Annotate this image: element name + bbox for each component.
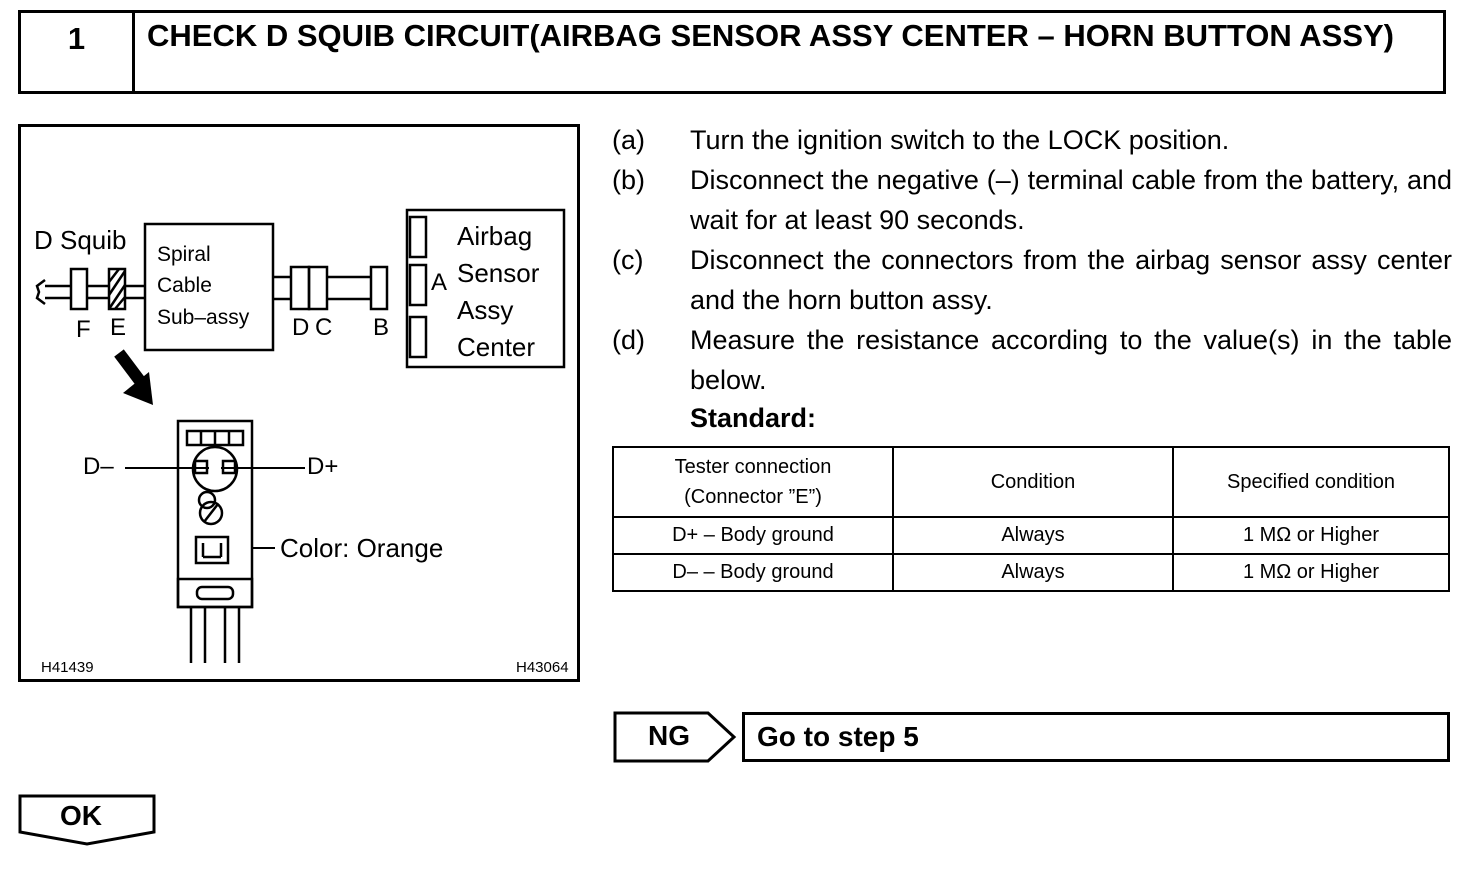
step-b-label: (b) — [612, 165, 645, 195]
header-condition: Condition — [892, 446, 1174, 518]
connector-f — [69, 267, 89, 311]
step-header: 1 CHECK D SQUIB CIRCUIT(AIRBAG SENSOR AS… — [18, 10, 1446, 94]
connector-e-closeup — [176, 419, 254, 663]
spiral-label-2: Cable — [157, 274, 212, 297]
airbag-sensor-box — [405, 208, 566, 369]
pin-d-plus-label: D+ — [307, 453, 339, 480]
table-cell: Always — [892, 553, 1174, 592]
color-label: Color: Orange — [280, 533, 444, 563]
ng-arrow-shape — [613, 711, 737, 763]
pin-d-minus-label: D– — [83, 453, 114, 480]
figure-code-right: H43064 — [516, 659, 569, 676]
spiral-label-1: Spiral — [157, 243, 211, 266]
connector-b-label: B — [373, 314, 390, 341]
connector-f-label: F — [76, 316, 91, 343]
ng-label: NG — [648, 720, 690, 751]
table-cell: Always — [892, 516, 1174, 555]
airbag-label-4: Center — [457, 332, 536, 362]
wiring-diagram-figure: D Squib Spiral Cable Sub–assy Airbag Sen… — [18, 124, 580, 682]
squib-plug — [35, 279, 46, 305]
connector-a-1 — [408, 215, 428, 259]
down-arrow-icon — [114, 349, 153, 405]
header-tester-line2: (Connector ”E”) — [684, 486, 822, 508]
airbag-label-1: Airbag — [457, 221, 533, 251]
spiral-cable-box — [143, 222, 275, 352]
table-row: D+ – Body ground Always 1 MΩ or Higher — [612, 516, 1450, 555]
connector-a-2 — [408, 263, 428, 307]
table-cell: D+ – Body ground — [612, 516, 894, 555]
connector-d-label: D — [292, 314, 310, 341]
ok-label: OK — [60, 800, 102, 831]
header-tester-connection: Tester connection (Connector ”E”) — [612, 446, 894, 518]
standard-label: Standard: — [690, 403, 817, 433]
table-header-row: Tester connection (Connector ”E”) Condit… — [612, 446, 1450, 518]
connector-a-3 — [408, 315, 428, 359]
step-c-label: (c) — [612, 245, 644, 275]
connector-e-label: E — [110, 314, 127, 341]
d-squib-label: D Squib — [34, 225, 127, 255]
table-cell: 1 MΩ or Higher — [1172, 553, 1450, 592]
connector-c-label: C — [315, 314, 333, 341]
airbag-label-3: Assy — [457, 295, 514, 325]
spiral-label-3: Sub–assy — [157, 306, 250, 329]
table-cell: D– – Body ground — [612, 553, 894, 592]
step-number: 1 — [21, 13, 135, 91]
header-tester-line1: Tester connection — [674, 456, 832, 478]
connector-d — [289, 265, 311, 311]
step-c-text: Disconnect the connectors from the airba… — [690, 245, 1452, 315]
go-to-step-link[interactable]: Go to step 5 — [742, 712, 1450, 762]
table-cell: 1 MΩ or Higher — [1172, 516, 1450, 555]
step-a-label: (a) — [612, 125, 645, 155]
connector-c — [307, 265, 329, 311]
airbag-label-2: Sensor — [457, 258, 540, 288]
step-d-label: (d) — [612, 325, 645, 355]
connector-b — [369, 265, 389, 311]
ok-arrow-shape — [18, 794, 156, 846]
step-b-text: Disconnect the negative (–) terminal cab… — [690, 165, 1452, 235]
ng-result-button[interactable]: NG — [612, 710, 740, 771]
wiring-diagram — [35, 208, 566, 663]
header-specified-condition: Specified condition — [1172, 446, 1450, 518]
ok-result-button[interactable]: OK — [18, 794, 158, 853]
figure-code-left: H41439 — [41, 659, 94, 676]
connector-a-label: A — [431, 269, 448, 296]
step-title: CHECK D SQUIB CIRCUIT(AIRBAG SENSOR ASSY… — [147, 18, 1394, 53]
step-d-text: Measure the resistance according to the … — [690, 325, 1452, 395]
step-a-text: Turn the ignition switch to the LOCK pos… — [690, 125, 1230, 155]
connector-e — [107, 267, 127, 311]
table-row: D– – Body ground Always 1 MΩ or Higher — [612, 553, 1450, 592]
specification-table: Tester connection (Connector ”E”) Condit… — [612, 446, 1450, 592]
